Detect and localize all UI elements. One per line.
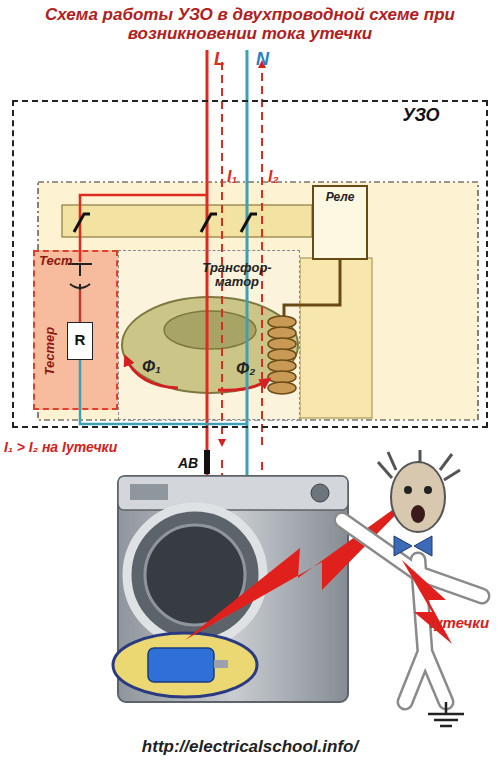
resistor-fill	[67, 322, 93, 360]
machine-panel	[118, 476, 348, 510]
machine-knob	[311, 484, 329, 502]
leak-lightning	[185, 490, 420, 640]
relay-fill	[312, 185, 368, 260]
current-arrow	[261, 62, 263, 445]
switch-contact	[201, 214, 217, 232]
diagram-title: Схема работы УЗО в двухпроводной схеме п…	[30, 6, 470, 43]
phase-label: L	[214, 50, 225, 70]
toroid-core	[122, 297, 298, 393]
head	[391, 462, 445, 532]
resistor-symbol: R	[67, 322, 93, 360]
coil-turn	[268, 360, 296, 372]
motor-highlight	[113, 633, 257, 697]
coil-relay-wire	[300, 260, 340, 305]
motor-shaft	[214, 660, 228, 668]
body-outline	[342, 520, 482, 702]
ground-symbol	[428, 702, 464, 726]
switch-contact	[74, 214, 90, 232]
flux-arrow	[126, 358, 178, 388]
breaker-mark	[204, 450, 210, 474]
person	[342, 450, 482, 702]
relay-box: Реле	[312, 185, 368, 260]
current-label: I₂	[268, 168, 279, 186]
resistor-label: R	[68, 332, 92, 349]
test-button-label: Тест	[39, 254, 84, 268]
coil-turn	[268, 382, 296, 394]
test-wire	[79, 290, 82, 322]
transformer-fill	[118, 250, 300, 420]
machine-door	[127, 507, 263, 643]
current-arrow	[221, 62, 223, 445]
breaker-label: АВ	[178, 456, 198, 471]
leak-current-label: Iутечки	[430, 615, 489, 632]
device-title: УЗО	[386, 106, 456, 126]
transformer-label: Трансфор- матор	[187, 261, 287, 290]
coil-turn	[268, 338, 296, 350]
tester-label: Тестер	[43, 316, 57, 386]
transformer-box: Трансфор- матор	[118, 250, 300, 420]
coil-turn	[268, 349, 296, 361]
leak-condition-note: I₁ > I₂ на Iутечки	[4, 440, 117, 455]
contact-bar	[62, 205, 312, 237]
toroid-hole	[164, 311, 256, 349]
coil-lead	[284, 305, 300, 316]
source-url: http://electricalschool.info/	[0, 738, 500, 757]
neutral-label: N	[256, 50, 269, 70]
secondary-coil	[268, 305, 300, 394]
rcd-housing: УЗО РелеТестТестер R Трансфор- матор	[12, 100, 488, 428]
coil-turn	[268, 371, 296, 383]
eye	[404, 486, 412, 494]
tester-box: ТестТестер R	[33, 250, 118, 410]
washing-machine	[113, 476, 348, 702]
body	[342, 520, 482, 702]
mouth	[411, 505, 425, 523]
motor-body	[148, 648, 214, 682]
coil-turn	[268, 316, 296, 328]
bow-tie	[414, 536, 432, 556]
tester-fill	[33, 250, 118, 410]
switch-contact	[241, 214, 257, 232]
coil-turn	[268, 327, 296, 339]
flux-label: Φ₁	[142, 358, 161, 376]
flux-arrow	[218, 380, 268, 390]
detergent-drawer	[130, 484, 168, 500]
flux-label: Φ₂	[236, 360, 255, 378]
relay-column	[300, 258, 372, 418]
body-lightning	[402, 560, 452, 644]
relay-label: Реле	[314, 191, 366, 204]
current-label: I₁	[227, 168, 237, 186]
eye	[424, 486, 432, 494]
bow-tie	[394, 536, 412, 556]
